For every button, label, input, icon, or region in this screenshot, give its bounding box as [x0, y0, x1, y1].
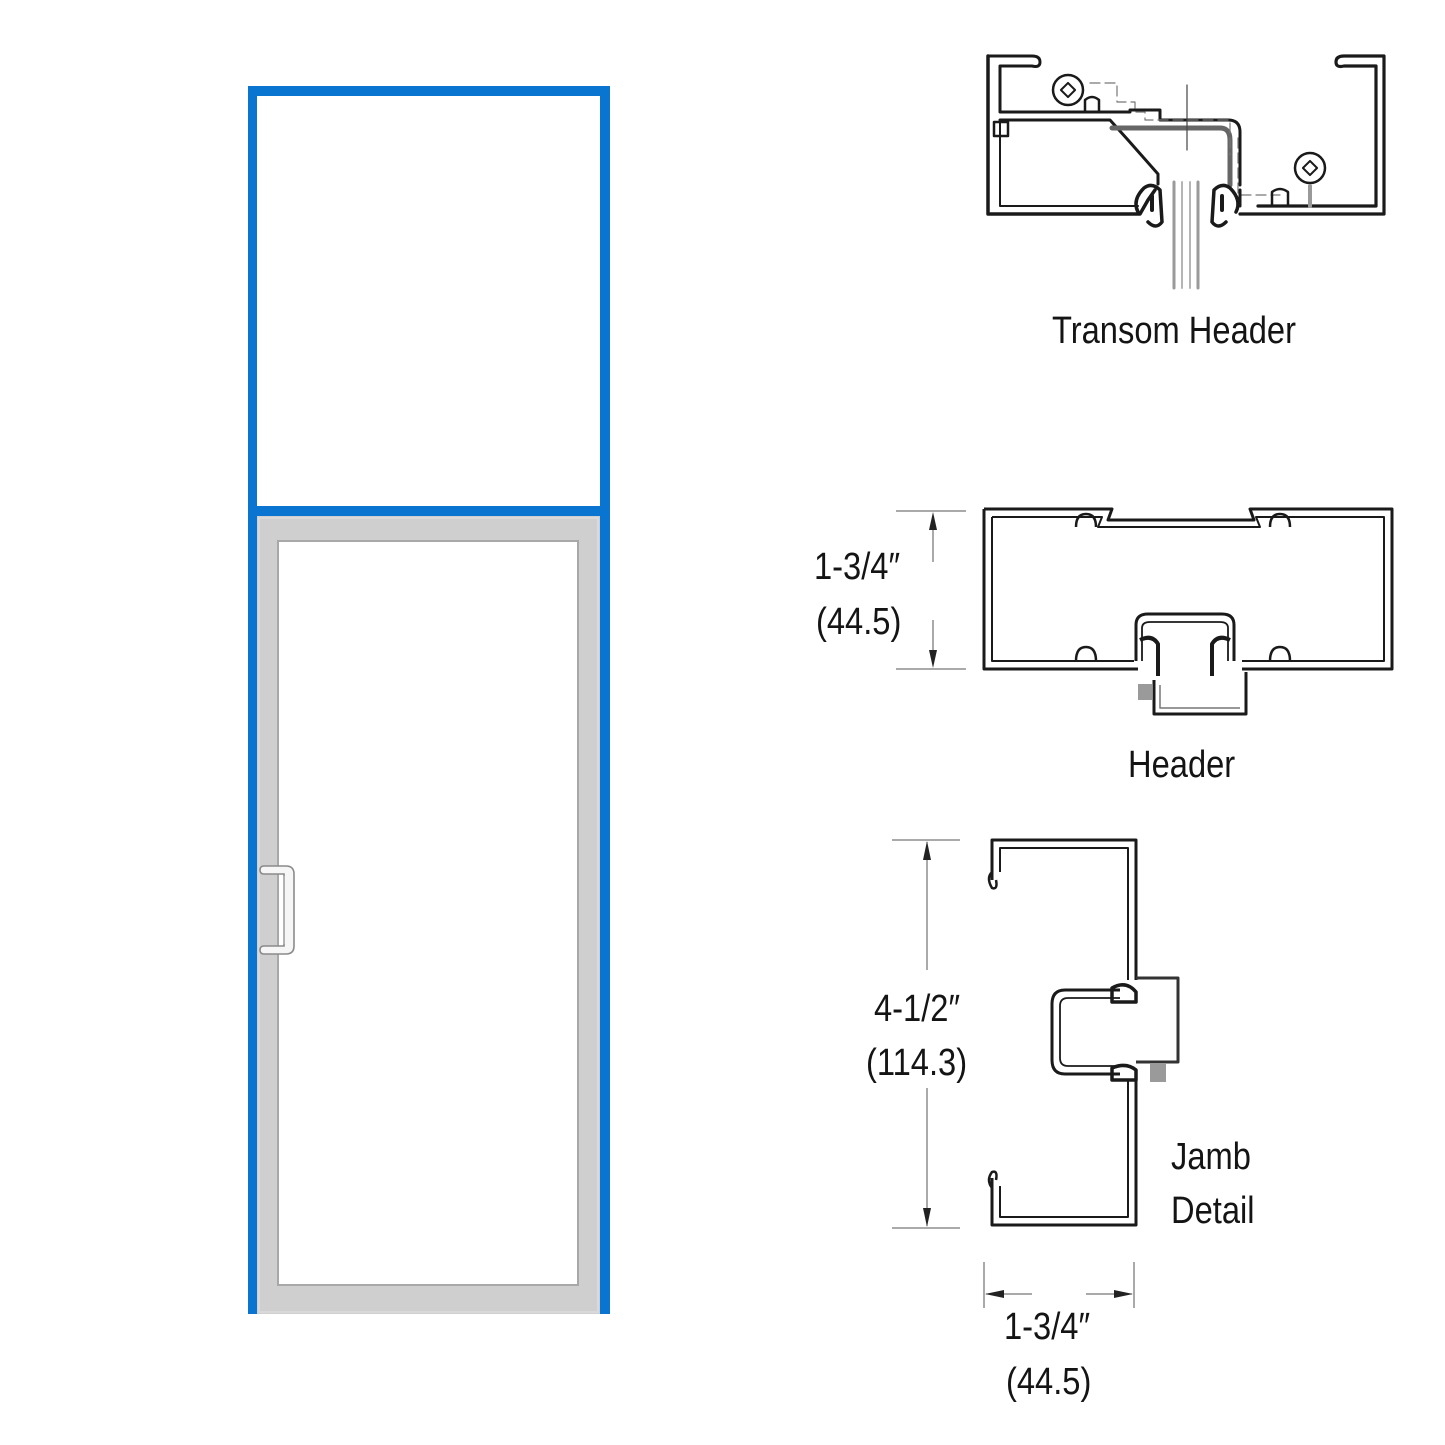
header-dimension-metric: (44.5) — [816, 601, 902, 643]
transom-glass — [257, 96, 600, 506]
jamb-width-imperial: 1-3/4″ — [1004, 1306, 1091, 1348]
header-profile — [896, 507, 1394, 716]
jamb-profile — [892, 838, 1180, 1308]
transom-header-label: Transom Header — [1052, 310, 1296, 352]
jamb-width-metric: (44.5) — [1006, 1361, 1092, 1403]
door-elevation — [248, 86, 610, 1314]
jamb-label-line1: Jamb — [1171, 1136, 1251, 1178]
pull-handle-icon — [259, 865, 295, 955]
door-glass — [277, 540, 579, 1286]
header-detail — [890, 500, 1400, 730]
transom-header-profile — [986, 54, 1386, 290]
jamb-height-imperial: 4-1/2″ — [874, 988, 961, 1030]
transom-header-detail — [980, 50, 1400, 300]
jamb-label-line2: Detail — [1171, 1190, 1255, 1232]
jamb-detail — [880, 830, 1200, 1340]
header-label: Header — [1128, 744, 1236, 786]
header-dimension-imperial: 1-3/4″ — [814, 546, 901, 588]
pull-handle[interactable] — [258, 860, 298, 960]
jamb-height-metric: (114.3) — [866, 1042, 968, 1084]
door-elevation-drawing — [248, 86, 610, 1314]
